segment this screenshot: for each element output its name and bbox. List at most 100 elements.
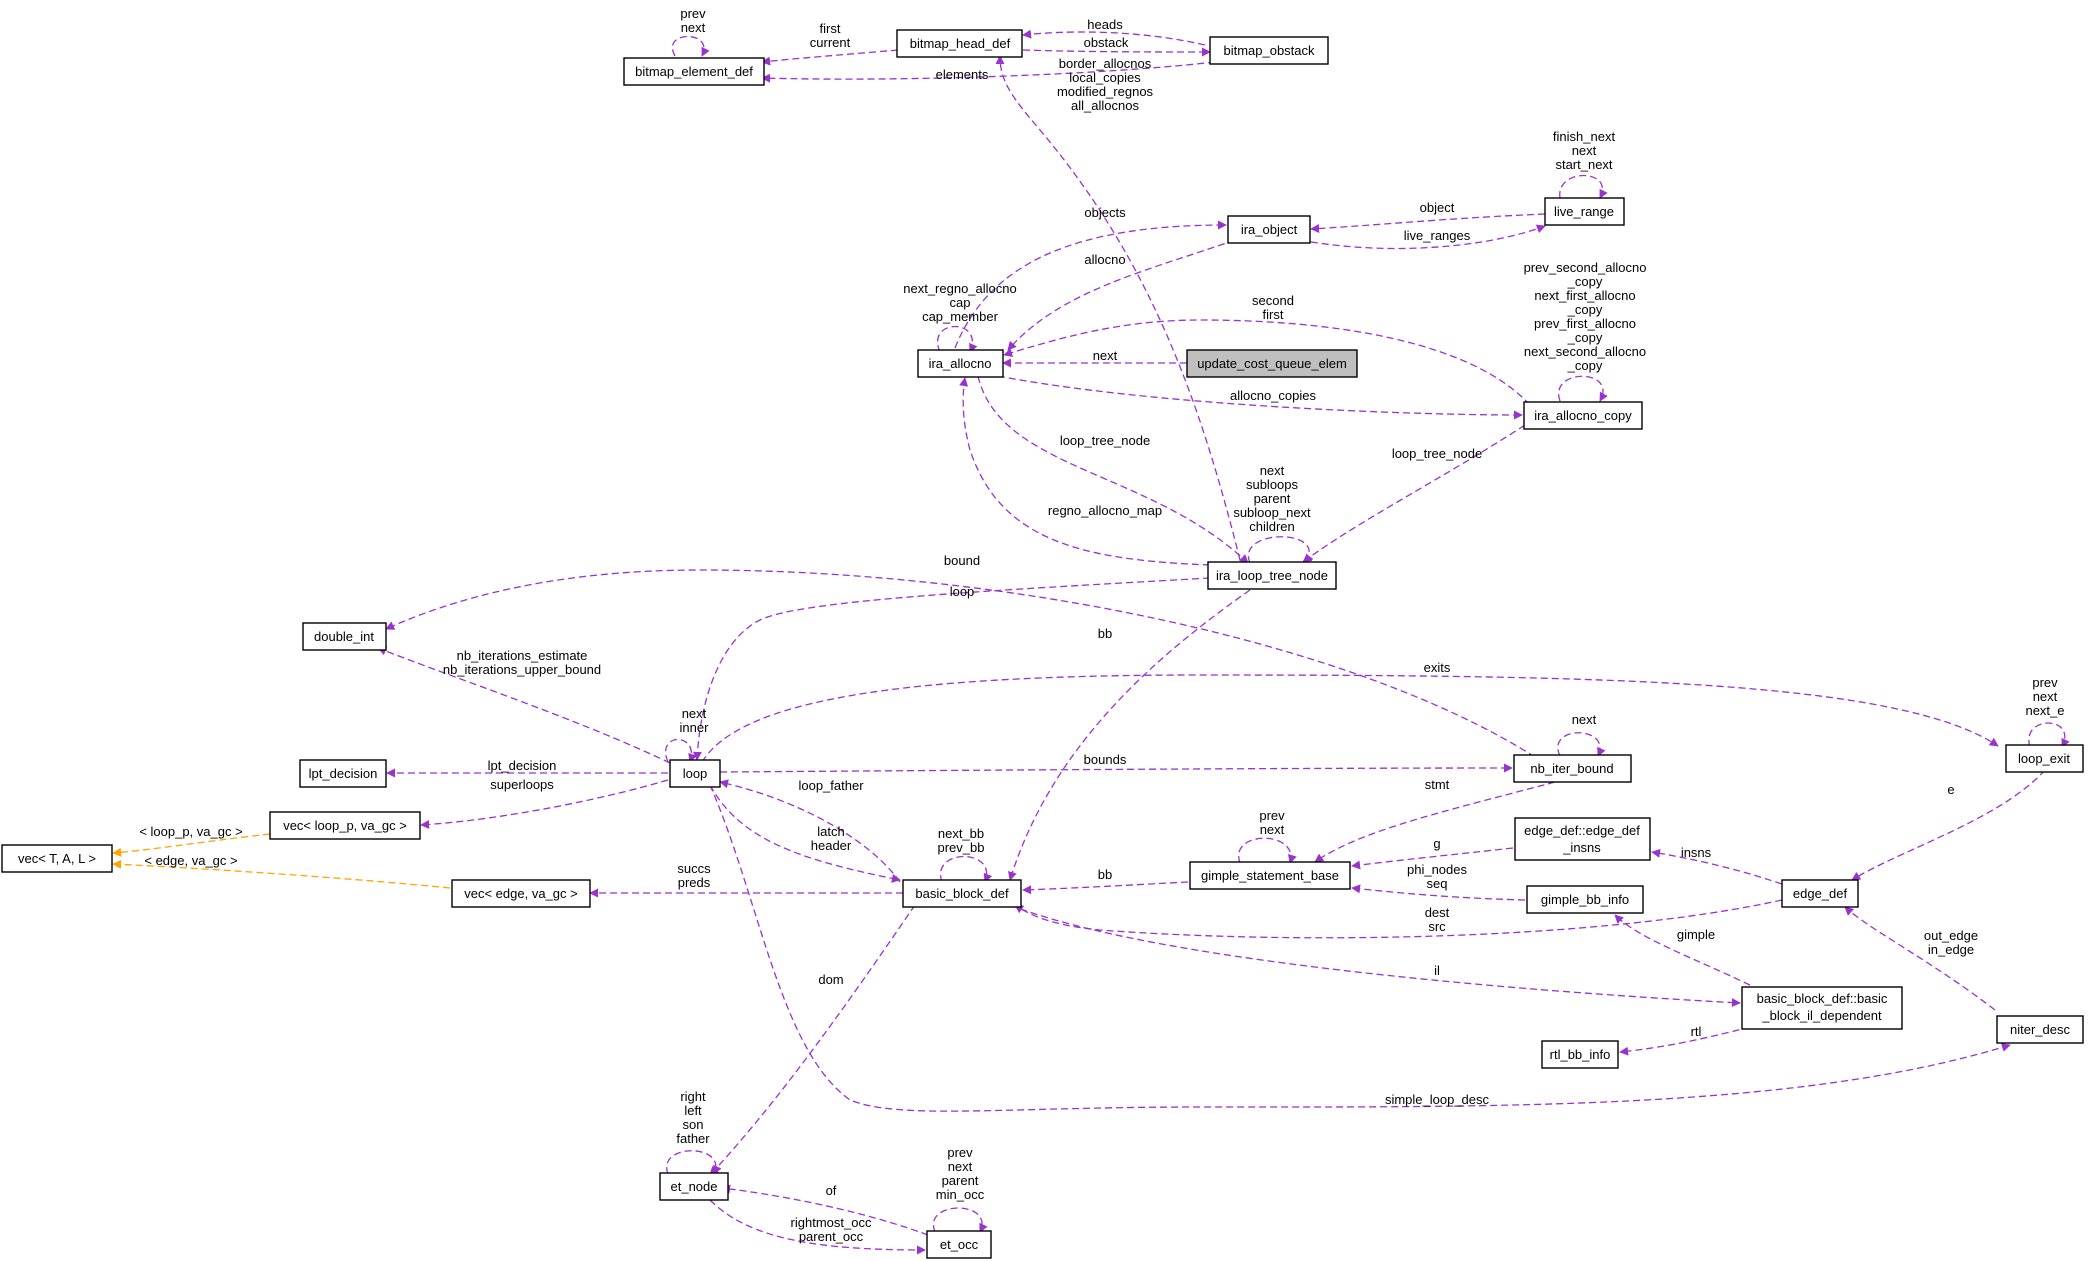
label-loop-to-le: exits	[1424, 660, 1451, 675]
node-live-range[interactable]: live_range	[1544, 197, 1625, 226]
edge-label-line: bound	[944, 553, 980, 568]
node-label: basic_block_def	[915, 886, 1009, 901]
edge-label-line: preds	[678, 875, 711, 890]
edge-label-line: exits	[1424, 660, 1451, 675]
node-label: loop_exit	[2018, 751, 2070, 766]
edge-label-line: inner	[680, 720, 710, 735]
edge-label-line: next	[682, 706, 707, 721]
edge-label-line: local_copies	[1069, 70, 1141, 85]
edge-label-line: min_occ	[936, 1187, 985, 1202]
node-edge-def[interactable]: edge_def	[1781, 879, 1859, 908]
edge-label-line: superloops	[490, 777, 554, 792]
edge-label-line: _copy	[1567, 302, 1603, 317]
edge-label-line: next	[681, 20, 706, 35]
edge-label-line: loop_tree_node	[1392, 446, 1482, 461]
edge-le-to-ed	[1851, 769, 2046, 881]
node-rtl-bb-info[interactable]: rtl_bb_info	[1541, 1040, 1619, 1069]
node-edge-def-insns[interactable]: edge_def::edge_def _insns	[1514, 817, 1651, 861]
edge-label-line: latch	[817, 824, 844, 839]
node-gimple-statement-base[interactable]: gimple_statement_base	[1189, 861, 1351, 890]
edge-label-line: next	[1572, 143, 1597, 158]
edge-label-line: live_ranges	[1404, 228, 1471, 243]
node-vec-edge[interactable]: vec< edge, va_gc >	[451, 879, 591, 908]
edge-label-line: dom	[818, 972, 843, 987]
label-ia-to-iac: allocno_copies	[1230, 388, 1317, 403]
node-label: vec< T, A, L >	[18, 851, 96, 866]
node-niter-desc[interactable]: niter_desc	[1996, 1015, 2084, 1044]
edge-label-line: loop	[950, 584, 975, 599]
node-label: gimple_statement_base	[1201, 868, 1339, 883]
label-bbild-to-gbi: gimple	[1677, 927, 1715, 942]
node-et-occ[interactable]: et_occ	[926, 1230, 992, 1259]
edge-ia-to-io	[954, 220, 1227, 349]
node-label: update_cost_queue_elem	[1197, 356, 1347, 371]
edge-label-line: second	[1252, 293, 1294, 308]
node-nb-iter-bound[interactable]: nb_iter_bound	[1513, 754, 1632, 783]
node-vec-loop-p[interactable]: vec< loop_p, va_gc >	[269, 811, 421, 840]
edge-label-line: modified_regnos	[1057, 84, 1154, 99]
edge-ia-self	[937, 325, 978, 353]
node-loop-exit[interactable]: loop_exit	[2005, 744, 2084, 773]
node-label: ira_object	[1241, 222, 1298, 237]
edge-loop-to-vlp	[420, 779, 669, 829]
edge-iltn-to-loop	[692, 577, 1211, 761]
node-ira-object[interactable]: ira_object	[1227, 215, 1311, 244]
node-gimple-bb-info[interactable]: gimple_bb_info	[1526, 885, 1644, 914]
label-le-to-ed: e	[1947, 782, 1954, 797]
edge-loop-to-nd	[709, 784, 2011, 1112]
label-lr-to-io: object	[1420, 200, 1455, 215]
node-lpt-decision[interactable]: lpt_decision	[299, 759, 387, 788]
node-loop[interactable]: loop	[669, 759, 721, 788]
node-update-cost-queue-elem[interactable]: update_cost_queue_elem	[1186, 349, 1358, 378]
edge-nib-self	[1557, 732, 1606, 757]
label-ve-to-vtal: < edge, va_gc >	[144, 853, 237, 868]
edge-label-line: e	[1947, 782, 1954, 797]
node-basic-block-def[interactable]: basic_block_def	[902, 879, 1022, 908]
label-ucqe-to-ia: next	[1093, 348, 1118, 363]
label-gsb-to-bbd: bb	[1098, 867, 1112, 882]
edge-loop-to-bbd	[709, 784, 901, 883]
node-ira-allocno[interactable]: ira_allocno	[917, 349, 1004, 378]
node-ira-loop-tree-node[interactable]: ira_loop_tree_node	[1207, 561, 1337, 590]
label-io-to-ia: allocno	[1084, 252, 1125, 267]
edge-label-line: next_e	[2025, 703, 2064, 718]
node-bitmap-element-def[interactable]: bitmap_element_def	[623, 57, 765, 86]
label-iltn-to-loop: loop	[950, 584, 975, 599]
edge-label-line: left	[684, 1103, 702, 1118]
edge-label-line: prev_bb	[938, 840, 985, 855]
edge-label-line: parent	[1254, 491, 1291, 506]
edge-gbi-to-gsb	[1351, 884, 1526, 901]
edge-label-line: prev	[680, 6, 706, 21]
edge-label-line: loop_father	[798, 778, 864, 793]
edge-bhd-to-bed	[761, 49, 899, 66]
edge-gsb-self	[1238, 837, 1297, 864]
label-vlp-to-vtal: < loop_p, va_gc >	[139, 824, 242, 839]
node-vec-t-a-l[interactable]: vec< T, A, L >	[1, 844, 113, 873]
edge-bbd-to-loop	[719, 779, 901, 883]
node-bitmap-obstack[interactable]: bitmap_obstack	[1209, 36, 1329, 65]
label-bhd-to-bo: obstack	[1084, 35, 1129, 50]
edge-iltn-to-ia	[959, 377, 1211, 566]
edge-label-line: dest	[1425, 905, 1450, 920]
node-bitmap-head-def[interactable]: bitmap_head_def	[896, 29, 1023, 58]
node-bb-il-dependent[interactable]: basic_block_def::basic _block_il_depende…	[1741, 986, 1903, 1030]
edge-label-line: _copy	[1567, 274, 1603, 289]
label-iltn-to-ia: regno_allocno_map	[1048, 503, 1162, 518]
node-et-node[interactable]: et_node	[659, 1172, 729, 1201]
edge-ve-to-vtal	[112, 859, 451, 889]
edge-label-line: subloops	[1246, 477, 1299, 492]
node-double-int[interactable]: double_int	[302, 622, 387, 651]
edge-label-line: next	[1260, 822, 1285, 837]
node-ira-allocno-copy[interactable]: ira_allocno_copy	[1523, 401, 1643, 430]
